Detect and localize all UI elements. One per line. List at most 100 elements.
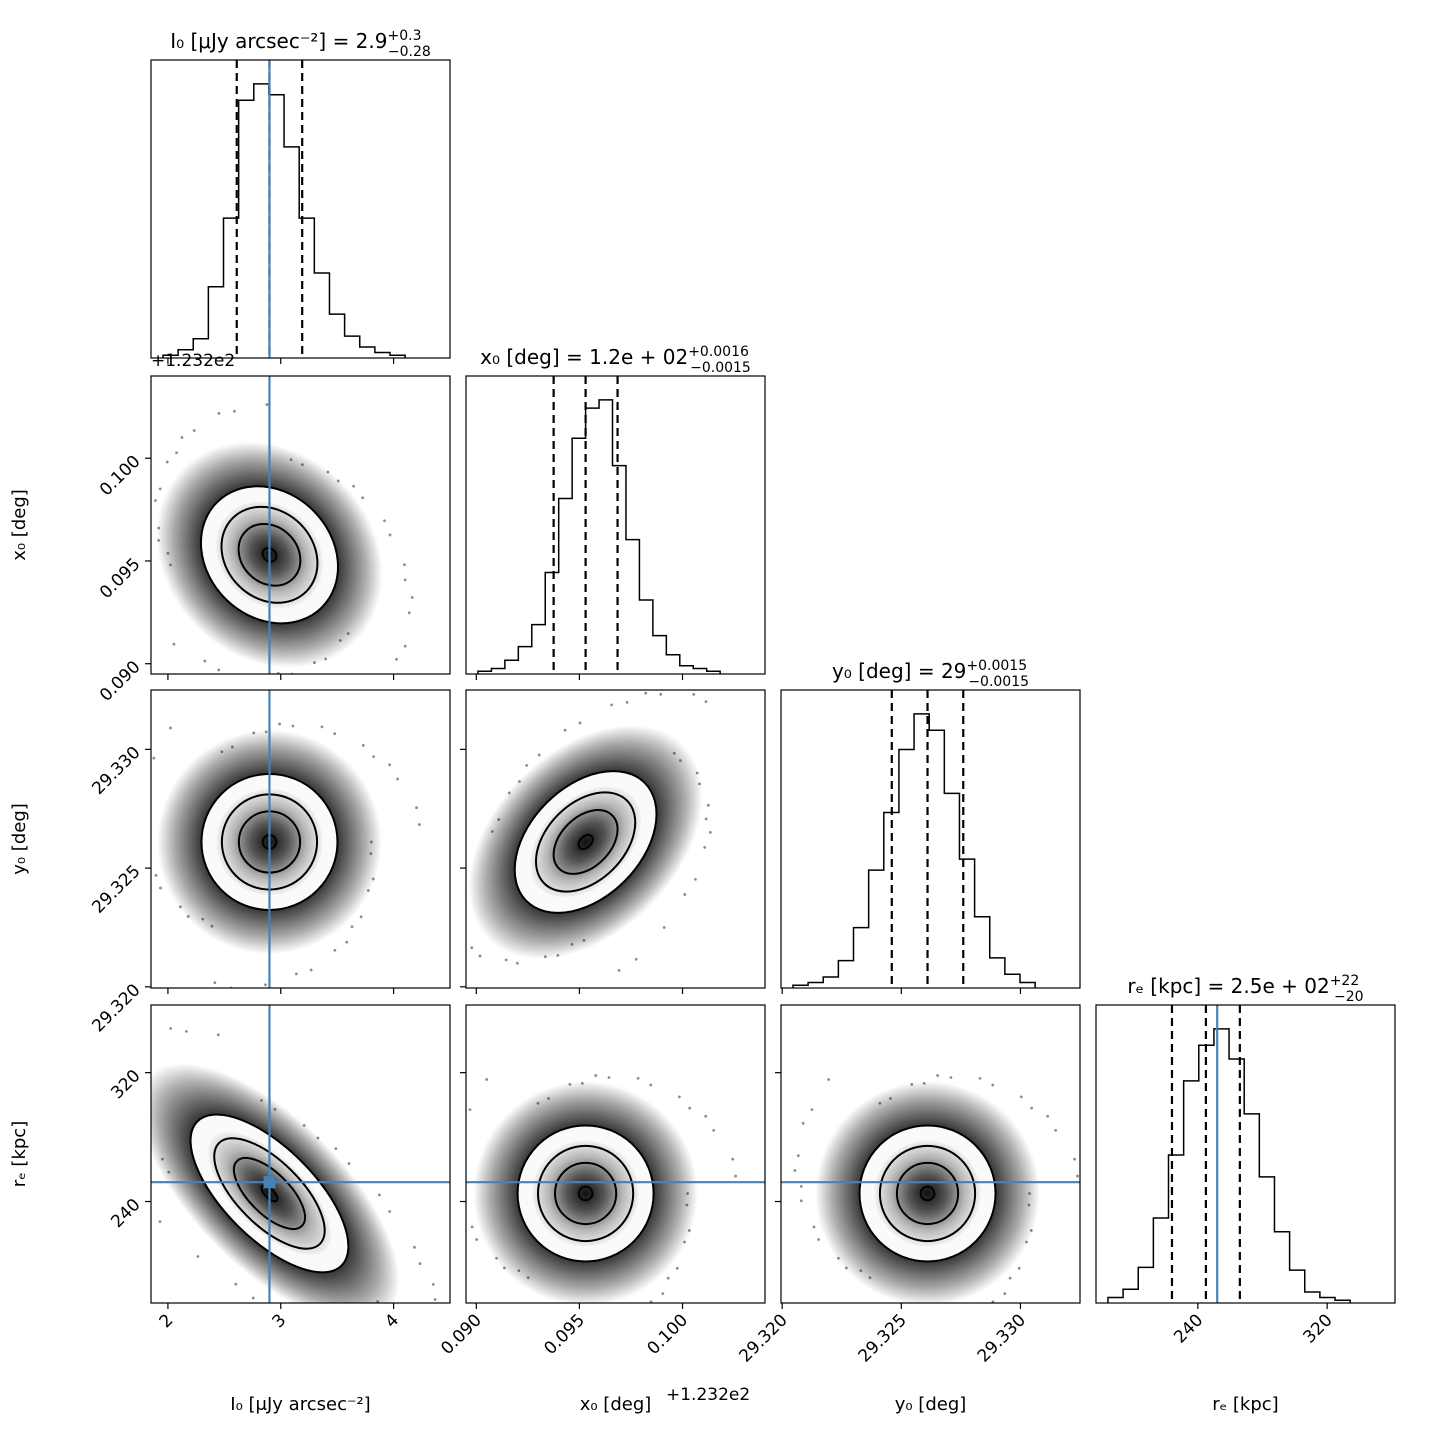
sample-point [868, 1276, 872, 1280]
sample-point [300, 463, 304, 467]
contour-0 [199, 485, 339, 625]
sample-point [165, 460, 169, 464]
sample-point [366, 889, 370, 892]
sample-point [544, 955, 547, 959]
sample-point [263, 678, 266, 681]
sample-point [692, 693, 696, 696]
sample-point [138, 1041, 141, 1044]
sample-point [678, 759, 682, 762]
sample-point [201, 917, 205, 921]
sample-point [859, 1269, 863, 1273]
panel-frame [150, 1004, 451, 1304]
sample-point [251, 1296, 255, 1300]
sample-point [383, 519, 386, 523]
sample-point [837, 1256, 840, 1260]
sample-point [568, 1083, 572, 1086]
x-tick-label: 0.090 [437, 1310, 486, 1359]
sample-point [504, 958, 508, 962]
sample-point [350, 1320, 353, 1323]
contour-1 [878, 1144, 977, 1243]
sample-point [336, 479, 340, 483]
sample-point [675, 1266, 679, 1270]
panel-frame [465, 1004, 766, 1304]
sample-point [936, 1074, 940, 1077]
sample-point [217, 668, 221, 672]
x-tick-label: 240 [1170, 1310, 1207, 1347]
x-axis-label-x0: x₀ [deg] [580, 1394, 652, 1415]
sample-point [410, 596, 414, 599]
sample-point [1076, 1174, 1079, 1178]
sample-point [470, 946, 474, 950]
sample-point [530, 1333, 533, 1336]
sample-point [661, 1292, 665, 1296]
sample-point [278, 722, 281, 726]
sample-point [580, 1081, 584, 1085]
sample-point [503, 1266, 506, 1270]
sample-point [1025, 1240, 1028, 1244]
sample-point [138, 1055, 141, 1058]
sample-point [617, 969, 621, 972]
sample-point [1046, 1114, 1050, 1118]
sample-point [143, 1128, 146, 1131]
contour-3 [261, 546, 278, 563]
sample-point [1073, 1157, 1076, 1161]
x-tick-label: 3 [268, 1310, 290, 1332]
sample-point [273, 1107, 277, 1111]
sample-point [320, 725, 324, 729]
x-axis-label-y0: y₀ [deg] [895, 1394, 967, 1415]
sample-point [333, 732, 337, 735]
sample-point [878, 1101, 882, 1105]
sample-point [154, 499, 157, 502]
histogram-panel-x0: x₀ [deg] = 1.2e + 02+0.0016−0.0015 [465, 344, 766, 680]
sample-point [1028, 1192, 1031, 1195]
y-tick-label: 0.095 [96, 554, 145, 603]
sample-point [649, 1300, 653, 1303]
sample-point [291, 724, 295, 728]
sample-point [346, 632, 350, 635]
sample-point [991, 1083, 995, 1087]
sample-point [333, 948, 337, 952]
sample-point [418, 1262, 422, 1265]
sample-point [812, 1225, 816, 1229]
contour-0 [189, 1113, 350, 1274]
sample-point [359, 915, 363, 919]
sample-point [695, 771, 699, 775]
sample-point [372, 755, 375, 758]
sample-point [731, 1157, 735, 1161]
sample-point [265, 403, 269, 406]
sample-point [799, 1199, 803, 1203]
truth-marker [263, 1176, 276, 1189]
x-axis-label-re: rₑ [kpc] [1212, 1394, 1278, 1415]
panel-frame [150, 59, 451, 359]
sample-point [158, 1220, 162, 1224]
x-tick-label: 4 [381, 1310, 403, 1332]
sample-point [526, 1276, 530, 1280]
sample-point [460, 1122, 463, 1125]
sample-point [497, 818, 501, 821]
sample-point [659, 692, 663, 696]
x-tick-label: 29.325 [855, 1310, 911, 1366]
sample-point [371, 877, 375, 881]
sample-point [210, 924, 214, 928]
x-tick-label: 0.095 [540, 1310, 589, 1359]
sample-point [369, 852, 373, 855]
contour-3 [260, 1184, 279, 1203]
sample-point [167, 1170, 171, 1174]
sample-point [175, 451, 178, 455]
sample-point [203, 659, 207, 663]
sample-point [289, 458, 293, 462]
sample-point [683, 1240, 686, 1244]
y-tick-label: 29.320 [88, 980, 144, 1036]
sample-point [910, 1083, 914, 1086]
x-tick-label: 2 [156, 1310, 178, 1332]
sample-point [978, 1076, 982, 1080]
sample-point [230, 745, 234, 749]
sample-point [157, 538, 160, 542]
sample-point [537, 753, 541, 757]
sample-point [395, 657, 398, 661]
